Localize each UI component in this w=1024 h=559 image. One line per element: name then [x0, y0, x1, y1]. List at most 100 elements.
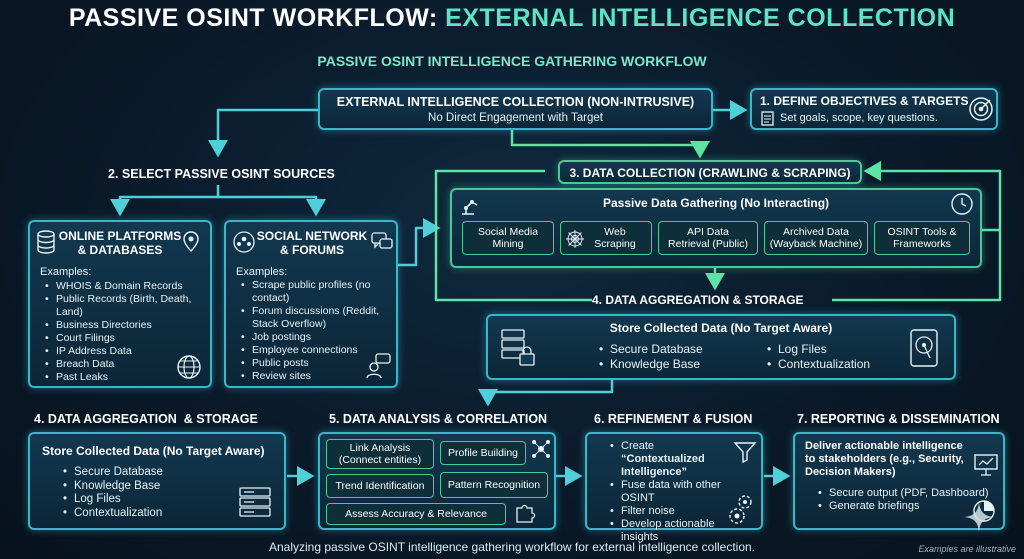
refinement-list: Create “Contextualized Intelligence” Fus…	[607, 440, 739, 544]
chip-assess-accuracy: Assess Accuracy & Relevance	[326, 503, 506, 525]
aggregation-storage-bottom-box: Store Collected Data (No Target Aware) S…	[28, 432, 286, 530]
location-pin-icon	[180, 230, 202, 259]
arrow-step2-to-social	[218, 195, 326, 217]
footer-caption: Analyzing passive OSINT intelligence gat…	[268, 540, 756, 554]
database-icon	[36, 230, 56, 259]
step3-title-box: 3. DATA COLLECTION (CRAWLING & SCRAPING)	[558, 160, 862, 184]
chip-archived-data: Archived Data(Wayback Machine)	[764, 221, 868, 255]
aggregation-left-list: Secure Database Knowledge Base	[596, 342, 770, 372]
loop-right-return-arrow	[863, 161, 1002, 230]
step3-title: 3. DATA COLLECTION (CRAWLING & SCRAPING)	[569, 166, 851, 180]
illustrative-note: Examples are illustrative	[918, 544, 1016, 554]
sparkle-icon	[962, 500, 996, 539]
list-item: Contextualization	[63, 507, 244, 521]
external-collection-title: EXTERNAL INTELLIGENCE COLLECTION (NON-IN…	[336, 95, 695, 109]
platforms-title-line2: & DATABASES	[77, 243, 163, 257]
list-item: Log Files	[63, 493, 244, 507]
collection-inner-title: Passive Data Gathering (No Interacting)	[602, 196, 830, 210]
reporting-list: Secure output (PDF, Dashboard) Generate …	[815, 487, 1009, 513]
list-item: Fuse data with other OSINT	[610, 479, 739, 505]
external-collection-box: EXTERNAL INTELLIGENCE COLLECTION (NON-IN…	[318, 88, 713, 130]
list-item: Job postings	[241, 331, 398, 344]
refinement-fusion-box: Create “Contextualized Intelligence” Fus…	[585, 432, 763, 543]
list-item: Generate briefings	[818, 500, 1009, 513]
list-item: Forum discussions (Reddit, Stack Overflo…	[241, 305, 398, 331]
list-item: Knowledge Base	[599, 357, 770, 372]
network-graph-icon	[530, 438, 552, 465]
chip-line1: API Data	[686, 226, 729, 238]
list-item: WHOIS & Domain Records	[45, 280, 216, 293]
step4-mid-title: 4. DATA AGGREGATION & STORAGE	[592, 293, 804, 307]
step5-title: 5. DATA ANALYSIS & CORRELATION	[329, 412, 548, 426]
social-title-line2: & FORUMS	[280, 243, 344, 257]
robot-arm-icon	[458, 194, 482, 221]
hard-drive-icon	[908, 328, 940, 373]
aggregation-storage-box: Store Collected Data (No Target Aware) S…	[486, 314, 956, 380]
gears-icon	[727, 492, 757, 531]
chip-line1: OSINT Tools &	[887, 226, 957, 238]
chip-line2: Frameworks	[893, 238, 951, 250]
list-item: Public Records (Birth, Death, Land)	[45, 293, 216, 319]
list-item: Knowledge Base	[63, 480, 244, 494]
social-examples-label: Examples:	[236, 266, 288, 278]
arrow-aggregation-down	[478, 380, 614, 407]
user-chat-icon	[366, 352, 392, 385]
page-title-part2: EXTERNAL INTELLIGENCE COLLECTION	[445, 4, 956, 32]
puzzle-icon	[514, 502, 536, 529]
arrow-social-to-collection	[398, 218, 441, 267]
list-item: Secure Database	[599, 342, 770, 357]
platforms-list: WHOIS & Domain Records Public Records (B…	[42, 280, 216, 384]
chip-profile-building: Profile Building	[440, 441, 526, 465]
clock-icon	[950, 192, 974, 221]
list-item: Employee connections	[241, 344, 398, 357]
chip-line1: Archived Data	[783, 226, 849, 238]
loop-right-line	[832, 228, 1002, 302]
data-collection-panel: Passive Data Gathering (No Interacting) …	[450, 188, 982, 268]
list-item: Secure output (PDF, Dashboard)	[818, 487, 1009, 500]
list-item: Contextualization	[767, 357, 918, 372]
chip-osint-tools: OSINT Tools &Frameworks	[874, 221, 970, 255]
server-stack-icon	[238, 484, 274, 525]
list-item: Log Files	[767, 342, 918, 357]
list-item: Secure Database	[63, 466, 244, 480]
deliver-intelligence-text: Deliver actionable intelligence to stake…	[805, 440, 964, 478]
chip-line1: Link Analysis	[349, 442, 411, 454]
platforms-examples-label: Examples:	[40, 266, 92, 278]
step1-box: 1. DEFINE OBJECTIVES & TARGETS Set goals…	[750, 88, 998, 130]
chip-trend-identification: Trend Identification	[326, 474, 434, 498]
page-title: PASSIVE OSINT WORKFLOW: EXTERNAL INTELLI…	[0, 4, 1024, 33]
social-network-box: SOCIAL NETWORK & FORUMS Examples: Scrape…	[224, 220, 398, 388]
chip-line2: Mining	[492, 238, 524, 250]
page-subtitle: PASSIVE OSINT INTELLIGENCE GATHERING WOR…	[317, 53, 707, 69]
arrow-top-to-step3	[510, 130, 710, 159]
contextualized-intelligence-text: “Contextualized Intelligence”	[621, 453, 705, 478]
chip-link-analysis: Link Analysis(Connect entities)	[326, 439, 434, 469]
arrow-top-to-step2	[208, 108, 318, 158]
checklist-icon	[760, 110, 776, 131]
external-collection-subtitle: No Direct Engagement with Target	[428, 112, 603, 124]
list-item: Breach Data	[45, 358, 216, 371]
chip-line1: Social Media	[477, 226, 539, 238]
arrow-step2-to-platforms	[110, 185, 220, 217]
list-item: IP Address Data	[45, 345, 216, 358]
list-item: Create “Contextualized Intelligence”	[610, 440, 739, 479]
step6-title: 6. REFINEMENT & FUSION	[594, 412, 753, 426]
chip-pattern-recognition: Pattern Recognition	[440, 472, 548, 498]
chip-line2: (Connect entities)	[338, 454, 422, 466]
target-icon	[968, 96, 994, 127]
globe-icon	[176, 354, 202, 385]
aggregation-right-list: Log Files Contextualization	[764, 342, 918, 372]
list-item: Public posts	[241, 357, 398, 370]
chat-bubbles-icon	[370, 231, 394, 258]
funnel-icon	[733, 440, 757, 469]
chip-line2: (Wayback Machine)	[769, 238, 863, 250]
page-title-part1: PASSIVE OSINT WORKFLOW:	[68, 4, 446, 32]
create-prefix: Create	[621, 440, 655, 452]
step2-title: 2. SELECT PASSIVE OSINT SOURCES	[108, 167, 335, 181]
spider-web-icon	[565, 229, 585, 252]
people-network-icon	[232, 230, 256, 259]
list-item: Court Filings	[45, 332, 216, 345]
presentation-icon	[973, 452, 999, 483]
